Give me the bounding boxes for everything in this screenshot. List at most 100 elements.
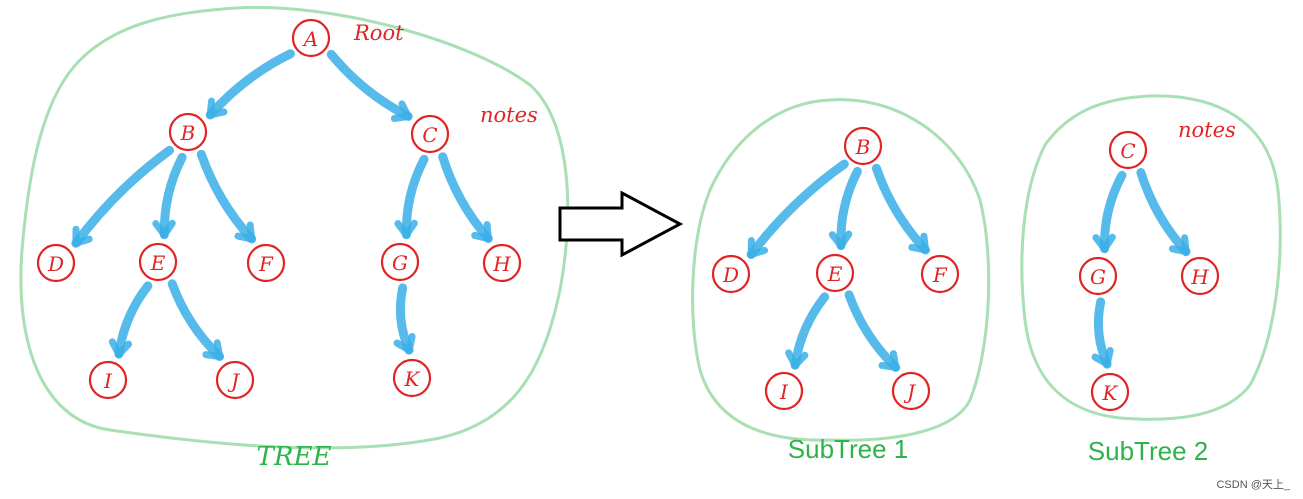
edge-arrowhead	[390, 100, 412, 122]
node-label: A	[302, 27, 318, 51]
node-label: F	[258, 252, 274, 276]
edge-tree-E-I	[108, 281, 153, 359]
edge-subtree2-G-K	[1091, 297, 1114, 369]
node-label: J	[903, 380, 916, 404]
node-subtree1-B: B	[843, 126, 883, 166]
edge-tree-G-K	[393, 283, 416, 355]
node-tree-I: I	[88, 360, 128, 400]
node-circle	[1078, 256, 1118, 296]
edge-stroke	[871, 163, 931, 255]
root-annotation: Root	[353, 21, 404, 45]
node-tree-J: J	[215, 360, 255, 400]
node-circle	[843, 126, 883, 166]
node-label: D	[47, 252, 64, 276]
edge-arrowhead	[234, 221, 256, 243]
edge-stroke	[167, 279, 225, 362]
node-label: B	[180, 121, 196, 145]
edge-stroke	[71, 145, 175, 248]
node-circle	[392, 358, 432, 398]
node-circle	[291, 18, 331, 58]
node-label: G	[392, 251, 408, 275]
edge-tree-B-D	[71, 145, 175, 248]
edge-subtree2-C-H	[1136, 168, 1191, 257]
node-label: J	[227, 369, 240, 393]
edge-stroke	[401, 154, 429, 240]
node-label: F	[932, 263, 948, 287]
edge-stroke	[746, 159, 849, 260]
node-label: K	[1102, 381, 1119, 405]
edge-arrowhead	[1091, 346, 1114, 368]
notes-annotation-subtree2: notes	[1178, 118, 1236, 142]
node-subtree1-E: E	[815, 253, 855, 293]
node-subtree2-G: G	[1078, 256, 1118, 296]
watermark: CSDN @天上_	[1216, 478, 1290, 491]
edge-subtree2-C-G	[1092, 170, 1127, 254]
edge-subtree1-E-J	[844, 290, 901, 372]
node-subtree2-H: H	[1180, 256, 1220, 296]
node-label: H	[492, 252, 511, 276]
node-tree-C: C	[410, 114, 450, 154]
edge-arrowhead	[878, 350, 900, 371]
node-tree-D: D	[36, 243, 76, 283]
edge-arrowhead	[72, 225, 93, 247]
tree-outline	[19, 5, 570, 450]
caption-subtree1: SubTree 1	[788, 434, 908, 464]
node-circle	[1090, 372, 1130, 412]
node-circle	[215, 360, 255, 400]
edge-arrowhead	[828, 230, 853, 250]
edge-stroke	[326, 49, 413, 121]
node-subtree1-I: I	[764, 371, 804, 411]
node-label: K	[404, 367, 421, 391]
edge-arrowhead	[152, 219, 176, 239]
edge-stroke	[159, 152, 187, 240]
edge-arrowhead	[206, 97, 228, 119]
node-label: C	[1120, 139, 1135, 163]
edge-stroke	[1136, 168, 1191, 257]
node-label: C	[422, 123, 437, 147]
node-circle	[815, 253, 855, 293]
node-subtree2-K: K	[1090, 372, 1130, 412]
edge-arrowhead	[1092, 233, 1116, 253]
node-circle	[410, 114, 450, 154]
edge-stroke	[1099, 170, 1127, 254]
node-subtree1-F: F	[920, 254, 960, 294]
node-subtree1-J: J	[891, 371, 931, 411]
edge-tree-C-G	[394, 154, 429, 240]
edge-stroke	[114, 281, 153, 359]
node-tree-B: B	[168, 112, 208, 152]
node-circle	[88, 360, 128, 400]
node-label: I	[103, 369, 113, 393]
edge-arrowhead	[747, 237, 768, 259]
edge-tree-E-J	[167, 279, 225, 362]
node-circle	[891, 371, 931, 411]
node-circle	[168, 112, 208, 152]
edge-arrowhead	[108, 338, 133, 358]
subtree1-outline	[691, 98, 991, 442]
edge-arrowhead	[471, 221, 492, 243]
edge-stroke	[196, 149, 257, 244]
edge-stroke	[790, 292, 830, 370]
edge-stroke	[836, 166, 862, 251]
edge-subtree1-B-D	[746, 159, 849, 260]
node-label: B	[855, 135, 871, 159]
node-circle	[246, 243, 286, 283]
edge-stroke	[205, 49, 295, 120]
edge-tree-A-B	[205, 49, 295, 120]
node-circle	[138, 242, 178, 282]
notes-annotation-tree: notes	[480, 103, 538, 127]
node-circle	[711, 254, 751, 294]
node-circle	[36, 243, 76, 283]
node-tree-H: H	[482, 243, 522, 283]
edge-arrowhead	[394, 219, 418, 239]
edge-tree-C-H	[438, 152, 493, 244]
node-subtree2-C: C	[1108, 130, 1148, 170]
subtree2-outline	[1020, 94, 1282, 421]
node-label: I	[779, 380, 789, 404]
edge-tree-B-F	[196, 149, 257, 244]
edge-arrowhead	[785, 349, 809, 369]
node-circle	[482, 243, 522, 283]
caption-subtree2: SubTree 2	[1088, 436, 1208, 466]
node-label: E	[827, 262, 843, 286]
